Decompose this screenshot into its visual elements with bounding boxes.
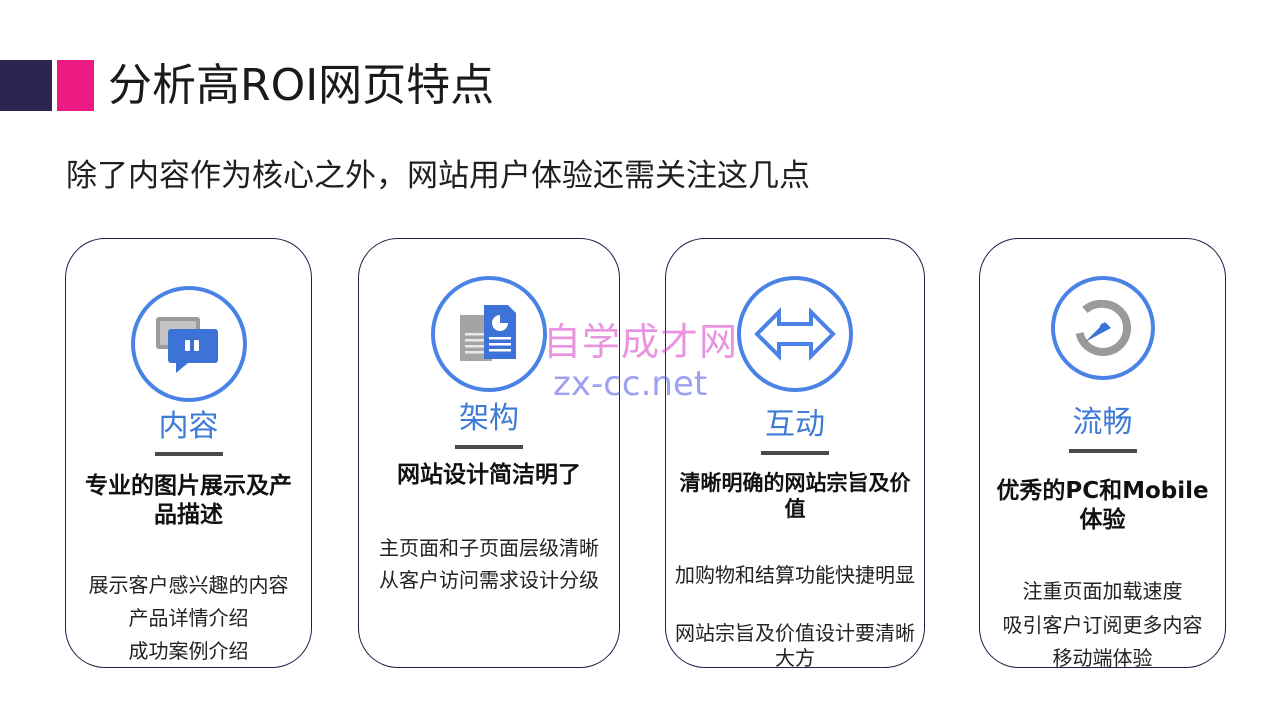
card-description-line: 展示客户感兴趣的内容 xyxy=(88,573,289,597)
card-description-line: 主页面和子页面层级清晰 xyxy=(379,536,599,560)
card-description-line: 注重页面加载速度 xyxy=(1022,579,1183,603)
title-accent-dark-bar xyxy=(0,60,52,111)
feature-card-smoothness: 流畅 优秀的PC和Mobile体验 注重页面加载速度 吸引客户订阅更多内容 移动… xyxy=(979,238,1226,670)
card-description-line: 产品详情介绍 xyxy=(128,606,249,630)
label-underline xyxy=(1068,449,1137,453)
speed-gauge-icon xyxy=(1050,276,1155,380)
feature-card-content: 内容 专业的图片展示及产品描述 展示客户感兴趣的内容 产品详情介绍 成功案例介绍 xyxy=(65,238,312,668)
label-underline xyxy=(761,451,829,455)
card-label: 内容 xyxy=(158,409,219,444)
documents-icon xyxy=(431,276,547,392)
page-title: 分析高ROI网页特点 xyxy=(108,60,495,111)
feature-card-architecture: 架构 网站设计简洁明了 主页面和子页面层级清晰 从客户访问需求设计分级 xyxy=(358,238,620,668)
label-underline xyxy=(154,452,223,456)
card-heading: 优秀的PC和Mobile体验 xyxy=(996,478,1209,533)
chat-bubble-icon xyxy=(130,286,247,402)
card-description-line: 吸引客户订阅更多内容 xyxy=(1002,613,1203,637)
card-description-line: 从客户访问需求设计分级 xyxy=(379,568,599,592)
card-heading: 清晰明确的网站宗旨及价值 xyxy=(679,471,911,521)
page-subtitle: 除了内容作为核心之外，网站用户体验还需关注这几点 xyxy=(66,158,810,194)
card-label: 流畅 xyxy=(1072,405,1133,440)
double-arrow-icon xyxy=(737,276,853,392)
card-label: 互动 xyxy=(765,407,825,442)
card-heading: 专业的图片展示及产品描述 xyxy=(85,473,292,528)
feature-card-interaction: 互动 清晰明确的网站宗旨及价值 加购物和结算功能快捷明显 网站宗旨及价值设计要清… xyxy=(665,238,925,670)
label-underline xyxy=(455,445,523,449)
card-description-line: 成功案例介绍 xyxy=(128,639,249,663)
title-accent-pink-bar xyxy=(57,60,94,111)
card-description-line: 网站宗旨及价值设计要清晰大方 xyxy=(675,621,915,670)
card-heading: 网站设计简洁明了 xyxy=(397,462,581,488)
card-description-line: 移动端体验 xyxy=(1052,646,1153,670)
card-description-line: 加购物和结算功能快捷明显 xyxy=(675,563,915,587)
card-label: 架构 xyxy=(459,401,519,436)
